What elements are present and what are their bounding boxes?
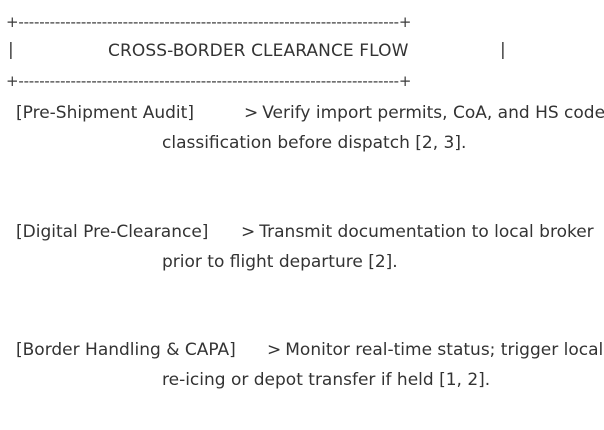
step-description-line2: re-icing or depot transfer if held [1, 2… (162, 370, 491, 390)
arrow-glyph: > (241, 222, 256, 242)
header-border-top: +---------------------------------------… (6, 13, 412, 31)
step-label: [Border Handling & CAPA] (16, 340, 236, 360)
step-description-line1: >Verify import permits, CoA, and HS code (244, 98, 604, 128)
step-description-text: Transmit documentation to local broker (259, 222, 594, 242)
step-description-line1: >Transmit documentation to local broker (241, 217, 594, 247)
step-description-line2: classification before dispatch [2, 3]. (162, 133, 467, 153)
arrow-glyph: > (267, 340, 282, 360)
header-title-row: | CROSS-BORDER CLEARANCE FLOW | (0, 40, 604, 66)
arrow-glyph: > (244, 103, 259, 123)
header-pipe-left: | (8, 40, 14, 60)
step-label: [Digital Pre-Clearance] (16, 222, 209, 242)
header-border-bottom: +---------------------------------------… (6, 72, 412, 90)
step-description-line2: prior to flight departure [2]. (162, 252, 398, 272)
step-description-text: Monitor real-time status; trigger local (285, 340, 604, 360)
page-title: CROSS-BORDER CLEARANCE FLOW (108, 41, 409, 61)
header-pipe-right: | (500, 40, 506, 60)
step-label: [Pre-Shipment Audit] (16, 103, 194, 123)
step-description-line1: >Monitor real-time status; trigger local (267, 335, 603, 365)
step-description-text: Verify import permits, CoA, and HS code (262, 103, 604, 123)
